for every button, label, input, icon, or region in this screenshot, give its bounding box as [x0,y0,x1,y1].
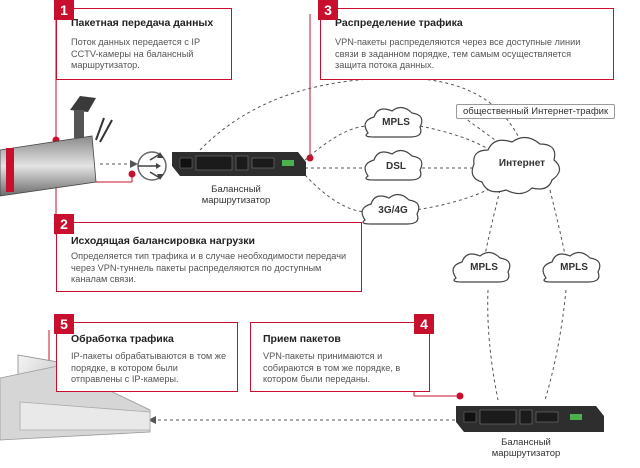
public-traffic-callout: общественный Интернет-трафик [456,104,616,119]
mpls-to-internet-line [419,125,491,151]
step-2-badge: 2 [54,214,74,234]
router-to-lte-line [304,174,369,213]
step-4-badge: 4 [414,314,434,334]
connector-dot-4 [456,392,464,400]
step-2-box: Исходящая балансировка нагрузки Определя… [56,222,362,292]
cloud-mpls-top-label: MPLS [382,117,410,128]
step-2-title: Исходящая балансировка нагрузки [71,235,255,247]
step-3-box: Распределение трафика VPN-пакеты распред… [320,8,614,80]
step-4-box: Прием пакетов VPN-пакеты принимаются и с… [250,322,430,392]
router-top-caption: Балансный маршрутизатор [201,184,271,206]
step-3-badge: 3 [318,0,338,20]
step-1-text: Поток данных передается с IP CCTV-камеры… [71,37,200,70]
cloud-lte [361,193,420,225]
ip-camera-icon [0,96,113,197]
router-to-mpls-line [304,125,371,161]
step-3-text: VPN-пакеты распределяются через все дост… [335,37,581,70]
cloud-mpls-top [364,106,423,138]
step-2-text: Определяется тип трафика и в случае необ… [71,251,347,284]
step-1-box: Пакетная передача данных Поток данных пе… [56,8,232,80]
mpls-right-to-router-line [544,289,567,401]
step-1-badge: 1 [54,0,74,20]
cloud-mpls-right-label: MPLS [560,262,588,273]
step-5-title: Обработка трафика [71,333,174,345]
cloud-lte-label: 3G/4G [378,205,408,216]
cloud-dsl-label: DSL [386,161,406,172]
step-3-title: Распределение трафика [335,17,463,29]
step-4-text: VPN-пакеты принимаются и собираются в то… [263,351,401,384]
cloud-internet [471,136,561,195]
internet-to-mpls-left-line [484,189,501,256]
monitor-icon [0,354,151,441]
step-5-box: Обработка трафика IP-пакеты обрабатывают… [56,322,238,392]
router-top-icon [172,152,306,176]
cloud-mpls-left-label: MPLS [470,262,498,273]
step-5-text: IP-пакеты обрабатываются в том же порядк… [71,351,227,384]
step-1-title: Пакетная передача данных [71,17,214,29]
connector-dot-2 [128,170,136,178]
balancer-junction-icon [137,151,167,181]
cloud-internet-label: Интернет [498,158,546,169]
cloud-mpls-right [542,251,601,283]
cloud-mpls-left [452,251,511,283]
step-4-title: Прием пакетов [263,333,341,345]
router-bottom-caption: Балансный маршрутизатор [491,437,561,459]
internet-to-mpls-right-line [549,189,566,256]
step-5-badge: 5 [54,314,74,334]
mpls-left-to-router-line [487,289,499,401]
router-bottom-icon [456,406,604,432]
cloud-dsl [364,149,423,181]
